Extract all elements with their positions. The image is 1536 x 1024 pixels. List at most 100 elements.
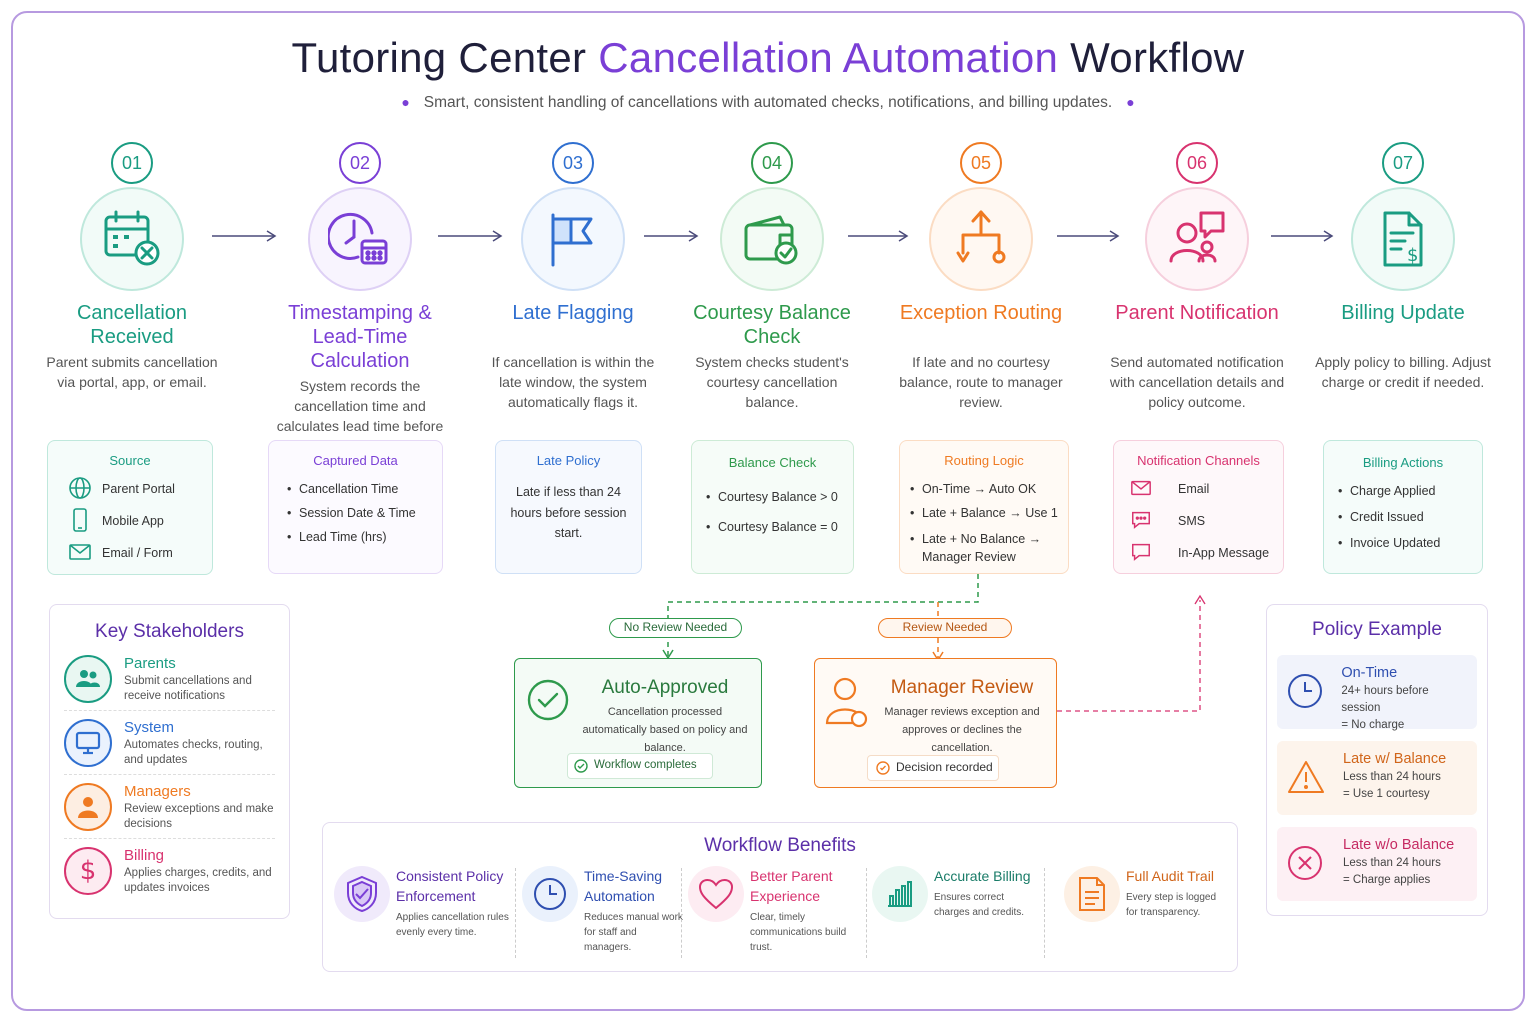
panel-title: Policy Example	[1312, 619, 1442, 640]
step-title: Cancellation Received	[76, 302, 188, 348]
billing-item: Credit Issued	[1338, 510, 1482, 524]
step-description: Send automated notification with cancell…	[1109, 354, 1285, 410]
flow-arrow	[1057, 230, 1120, 242]
step-title: Late Flagging	[512, 302, 634, 324]
manager-icon	[64, 783, 112, 831]
step-description: Apply policy to billing. Adjust charge o…	[1315, 354, 1491, 390]
flow-arrow	[1271, 230, 1334, 242]
outcome-title: Manager Review	[890, 677, 1034, 698]
billing-actions-card: Billing Actions Charge Applied Credit Is…	[1323, 440, 1483, 574]
monitor-icon	[64, 719, 112, 767]
check-circle-icon	[527, 679, 569, 726]
flow-arrow	[644, 230, 699, 242]
calendar-cancel-icon	[80, 187, 184, 291]
manager-person-icon	[825, 675, 871, 736]
step-2: 02 Timestamping & Lead-Time Calculation …	[265, 142, 455, 456]
divider	[515, 868, 516, 958]
panel-title: Workflow Benefits	[704, 835, 856, 856]
no-review-pill: No Review Needed	[609, 618, 742, 638]
source-card: Source Parent Portal Mobile App Email / …	[47, 440, 213, 575]
step-title: Courtesy Balance Check	[693, 302, 851, 348]
card-title: Notification Channels	[1137, 453, 1260, 468]
routing-icon	[929, 187, 1033, 291]
policy-line: = Charge applies	[1343, 874, 1431, 886]
step-1: 01 Cancellation Received Parent submits …	[37, 142, 227, 392]
globe-icon	[68, 476, 102, 503]
clock-icon	[522, 866, 578, 922]
routing-item: Late + No Balance → Manager Review	[910, 530, 1068, 566]
divider	[866, 868, 867, 958]
channel-item: SMS	[1178, 514, 1206, 528]
captured-data-card: Captured Data Cancellation Time Session …	[268, 440, 443, 574]
routing-item: Late + Balance → Use 1	[910, 506, 1068, 520]
stakeholder-name: System	[124, 719, 175, 736]
clock-icon	[1287, 665, 1341, 719]
policy-line: Less than 24 hours	[1343, 857, 1441, 869]
step-title: Exception Routing	[899, 302, 1063, 324]
step-title: Parent Notification	[1115, 302, 1279, 324]
benefit-title: Consistent Policy Enforcement	[396, 868, 504, 904]
balance-item: Courtesy Balance = 0	[706, 520, 853, 534]
step-title: Billing Update	[1341, 302, 1465, 324]
benefit-title: Accurate Billing	[934, 868, 1031, 884]
stakeholder-desc: Automates checks, routing, and updates	[124, 739, 263, 766]
step-description: System checks student's courtesy cancell…	[695, 354, 849, 410]
flag-icon	[521, 187, 625, 291]
parents-icon	[64, 655, 112, 703]
channel-item: In-App Message	[1178, 546, 1270, 560]
benefit-desc: Every step is logged for transparency.	[1126, 892, 1217, 918]
step-3: 03 Late Flagging If cancellation is with…	[478, 142, 668, 412]
benefit-title: Better Parent Experience	[750, 868, 833, 904]
shield-check-icon	[334, 866, 390, 922]
svg-text:$: $	[1407, 245, 1418, 266]
step-number: 07	[1382, 142, 1424, 184]
step-title: Timestamping & Lead-Time Calculation	[288, 302, 432, 372]
workflow-completes-badge: Workflow completes	[567, 753, 713, 779]
step-number: 04	[751, 142, 793, 184]
card-title: Late Policy	[536, 453, 601, 468]
step-4: 04 Courtesy Balance Check System checks …	[677, 142, 867, 412]
policy-line: = No charge	[1341, 719, 1405, 731]
stakeholder-name: Billing	[124, 847, 165, 864]
warning-icon	[1287, 751, 1343, 805]
step-description: If late and no courtesy balance, route t…	[899, 354, 1063, 410]
sms-icon	[1130, 509, 1178, 534]
notification-channels-card: Notification Channels Email SMS In-App M…	[1113, 440, 1284, 574]
outcome-desc: Cancellation processed automatically bas…	[582, 706, 748, 754]
billing-item: Invoice Updated	[1338, 536, 1482, 550]
late-policy-card: Late Policy Late if less than 24 hours b…	[495, 440, 642, 574]
source-item: Email / Form	[102, 546, 173, 560]
stakeholder-name: Parents	[124, 655, 176, 672]
badge-label: Workflow completes	[594, 759, 697, 771]
wallet-check-icon	[720, 187, 824, 291]
policy-line: 24+ hours before session	[1341, 685, 1429, 714]
bar-chart-icon	[872, 866, 928, 922]
step-number: 01	[111, 142, 153, 184]
channel-item: Email	[1178, 482, 1210, 496]
badge-label: Decision recorded	[896, 760, 993, 774]
benefit-title: Time-Saving Automation	[584, 868, 663, 904]
late-policy-text: Late if less than 24 hours before sessio…	[510, 485, 627, 540]
page-subtitle: ●Smart, consistent handling of cancellat…	[401, 94, 1135, 111]
step-description: If cancellation is within the late windo…	[491, 354, 655, 410]
review-pill: Review Needed	[878, 618, 1012, 638]
policy-title: Late w/o Balance	[1343, 837, 1455, 853]
page-frame	[11, 11, 1525, 1011]
step-6: 06 Parent Notification Send automated no…	[1102, 142, 1292, 412]
benefit-desc: Ensures correct charges and credits.	[934, 892, 1025, 918]
routing-logic-card: Routing Logic On-Time → Auto OK Late + B…	[899, 440, 1069, 574]
manager-review-box: Manager Review Manager reviews exception…	[814, 658, 1057, 788]
flow-arrow	[212, 230, 277, 242]
